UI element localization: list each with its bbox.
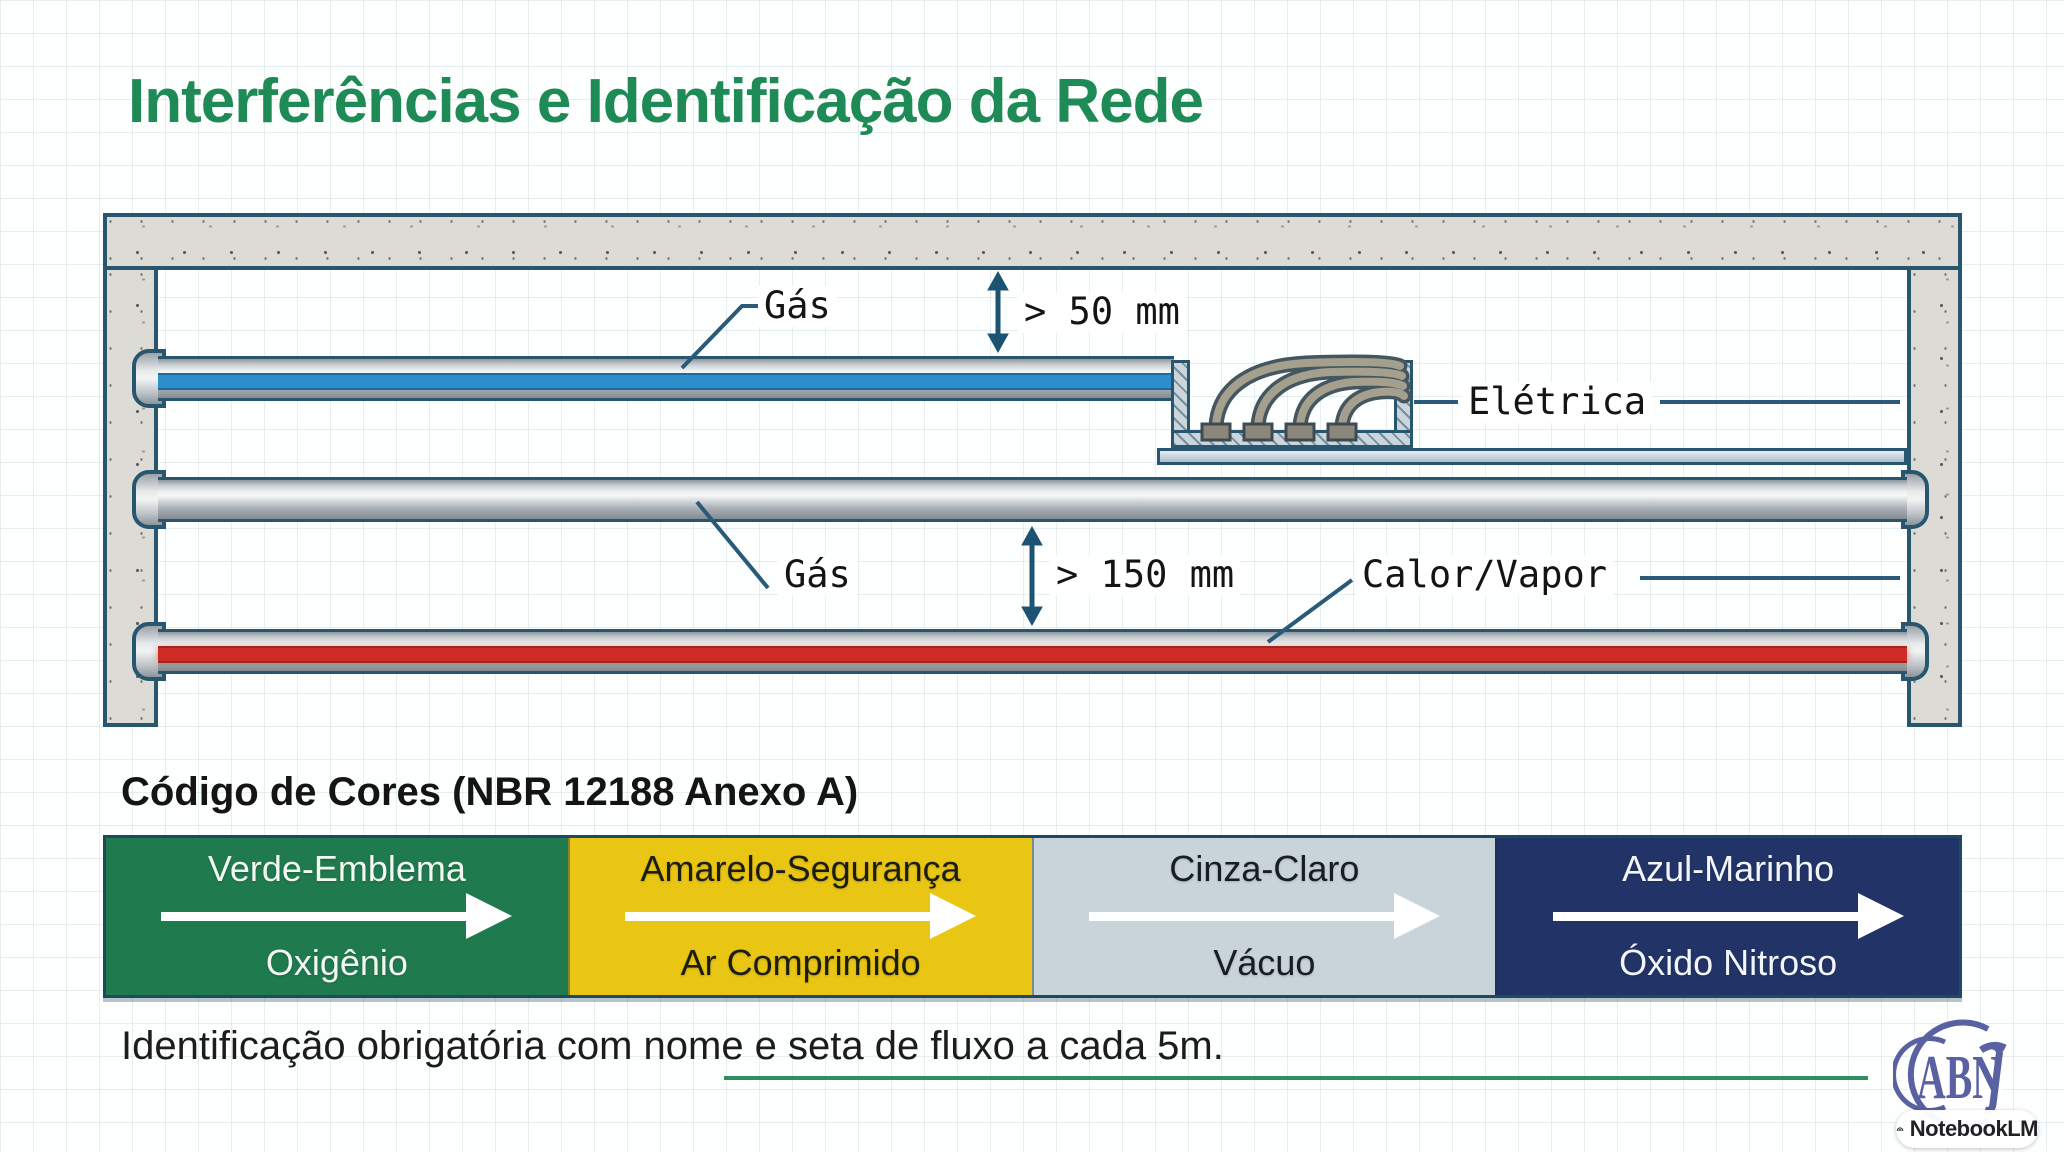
label-gas-top: Gás <box>758 285 837 327</box>
color-code-bar: Verde-Emblema Oxigênio Amarelo-Segurança… <box>103 835 1962 998</box>
watermark-label: NotebookLM <box>1909 1116 2039 1141</box>
identification-note: Identificação obrigatória com nome e set… <box>121 1024 1224 1068</box>
page-title: Interferências e Identificação da Rede <box>128 67 1204 136</box>
dimension-arrow-50mm <box>987 270 1009 354</box>
label-clearance-150mm: > 150 mm <box>1050 554 1241 596</box>
tray-support-rail <box>1157 448 1907 465</box>
color-code-heading: Código de Cores (NBR 12188 Anexo A) <box>121 770 859 814</box>
gas-name: Oxigênio <box>265 941 408 983</box>
flow-arrow-icon <box>625 892 977 939</box>
notebooklm-watermark[interactable]: NotebookLM <box>1896 1110 2039 1148</box>
label-electrical: Elétrica <box>1462 381 1653 423</box>
gas-pipe-plain <box>158 477 1907 522</box>
blue-identification-stripe <box>158 375 1174 388</box>
cable-tray-floor <box>1171 430 1413 448</box>
label-clearance-50mm: > 50 mm <box>1018 291 1186 333</box>
concrete-ceiling <box>103 213 1962 270</box>
flow-arrow-icon <box>1552 892 1904 939</box>
color-name: Amarelo-Segurança <box>640 848 961 889</box>
label-heat-steam: Calor/Vapor <box>1356 554 1614 596</box>
color-segment-vacuum: Cinza-Claro Vácuo <box>1031 838 1496 995</box>
color-name: Verde-Emblema <box>207 848 466 889</box>
flow-arrow-icon <box>1088 892 1440 939</box>
gas-name: Ar Comprimido <box>680 941 921 983</box>
color-segment-nitrous-oxide: Azul-Marinho Óxido Nitroso <box>1495 838 1959 995</box>
gas-pipe-blue <box>158 356 1174 401</box>
color-segment-compressed-air: Amarelo-Segurança Ar Comprimido <box>567 838 1032 995</box>
svg-text:ABN: ABN <box>1917 1044 2001 1112</box>
color-segment-oxygen: Verde-Emblema Oxigênio <box>106 838 568 995</box>
cable-tray-wall-left <box>1171 360 1190 448</box>
dimension-arrow-150mm <box>1021 525 1043 627</box>
green-divider-line <box>724 1076 1868 1080</box>
label-gas-mid: Gás <box>778 554 857 596</box>
flow-arrow-icon <box>161 892 513 939</box>
gas-name: Vácuo <box>1213 941 1316 983</box>
notebooklm-logo-icon <box>1896 1127 1904 1132</box>
color-name: Cinza-Claro <box>1169 848 1360 889</box>
heat-steam-pipe <box>158 629 1907 674</box>
gas-name: Óxido Nitroso <box>1619 941 1838 983</box>
red-identification-stripe <box>158 648 1907 661</box>
color-name: Azul-Marinho <box>1622 848 1835 889</box>
electrical-cables <box>1200 354 1412 442</box>
